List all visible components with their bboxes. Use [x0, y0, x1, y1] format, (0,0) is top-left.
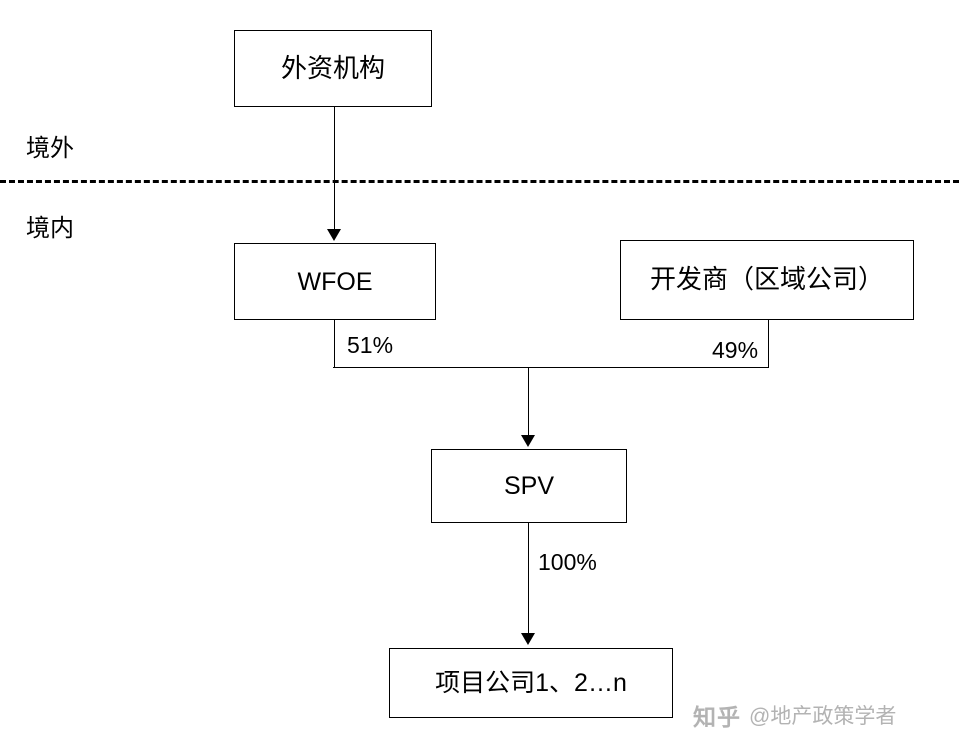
- watermark-username: @地产政策学者: [749, 705, 897, 728]
- node-foreign-institution-label: 外资机构: [280, 52, 385, 83]
- edge-label-spv-share: 100%: [538, 549, 597, 575]
- offshore-label: 境外: [26, 135, 74, 162]
- node-spv: SPV: [431, 449, 627, 523]
- arrowhead-junction-to-spv: [521, 435, 535, 447]
- connector-foreign-institution-to-wfoe: [334, 107, 335, 231]
- arrowhead-foreign-institution-to-wfoe: [327, 229, 341, 241]
- connector-junction-to-spv: [528, 367, 529, 437]
- node-wfoe-label: WFOE: [297, 267, 373, 296]
- node-foreign-institution: 外资机构: [234, 30, 432, 107]
- connector-junction-bar: [333, 367, 769, 368]
- watermark: 知乎 @地产政策学者: [693, 698, 896, 732]
- connector-wfoe-to-junction: [334, 320, 335, 367]
- node-developer: 开发商（区域公司）: [620, 240, 914, 320]
- zhihu-logo: 知乎: [693, 704, 741, 730]
- connector-developer-to-junction: [768, 320, 769, 367]
- onshore-offshore-divider: [0, 180, 959, 183]
- edge-label-developer-share: 49%: [712, 337, 759, 363]
- edge-label-wfoe-share: 51%: [347, 332, 394, 358]
- node-wfoe: WFOE: [234, 243, 436, 320]
- arrowhead-spv-to-project-companies: [521, 633, 535, 645]
- node-project-companies: 项目公司1、2…n: [389, 648, 673, 718]
- onshore-label: 境内: [26, 215, 74, 242]
- connector-spv-to-project-companies: [528, 523, 529, 635]
- node-developer-label: 开发商（区域公司）: [649, 264, 884, 295]
- node-spv-label: SPV: [503, 472, 555, 500]
- node-project-companies-label: 项目公司1、2…n: [435, 669, 627, 697]
